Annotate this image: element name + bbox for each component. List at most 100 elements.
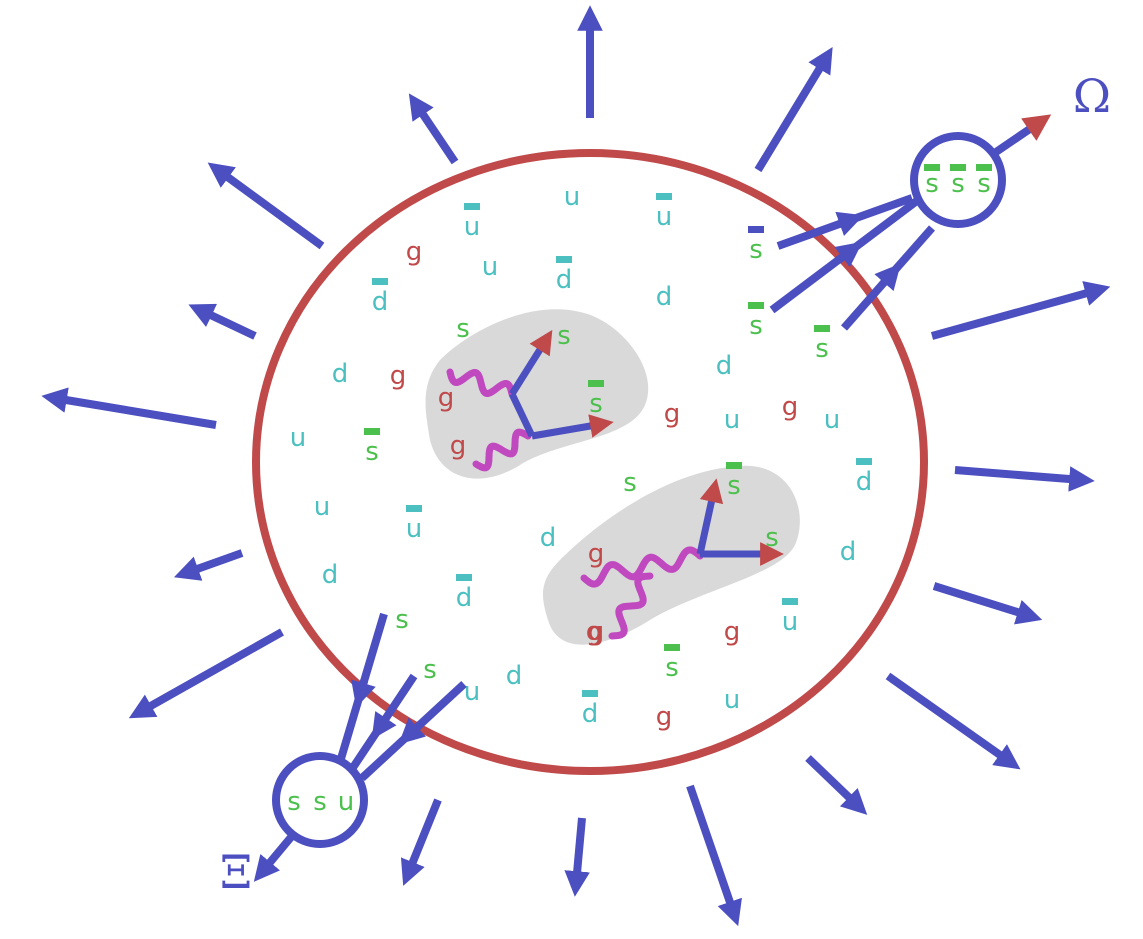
- antiquark-bar: [950, 164, 966, 171]
- parton-symbol: d: [332, 359, 349, 389]
- antiquark-bar: [664, 644, 680, 651]
- hadron-quark: s: [313, 787, 327, 817]
- fireball-boundary: [252, 149, 928, 775]
- parton-s: s: [557, 321, 571, 351]
- parton-s: s: [423, 655, 437, 685]
- hadron-quark: u: [338, 787, 354, 817]
- parton-d-bar: d: [582, 690, 598, 729]
- vertex-arrows: [508, 329, 784, 566]
- parton-symbol: u: [724, 405, 740, 435]
- parton-d: d: [322, 560, 339, 590]
- parton-d: d: [506, 661, 523, 691]
- parton-u-bar: u: [782, 598, 798, 637]
- parton-symbol: u: [464, 677, 480, 707]
- antiquark-bar: [582, 690, 598, 697]
- parton-d-bar: d: [372, 278, 389, 317]
- parton-g: g: [450, 431, 467, 461]
- feed-arrowhead: [874, 263, 901, 292]
- parton-symbol: s: [557, 321, 571, 351]
- parton-s-bar: s: [748, 226, 764, 265]
- gluon-wave: [446, 368, 516, 398]
- gluon-blob-lower: [543, 465, 800, 645]
- parton-symbol: g: [586, 617, 603, 647]
- feed-arrowhead: [351, 679, 376, 708]
- parton-symbol: s: [589, 389, 603, 419]
- antiquark-bar: [748, 226, 764, 233]
- parton-symbol: g: [782, 392, 799, 422]
- parton-symbol: d: [840, 537, 857, 567]
- parton-symbol: g: [588, 539, 605, 569]
- omega-hadron-circle: [910, 132, 1006, 228]
- outgoing-arrow: [754, 47, 833, 173]
- parton-symbol: g: [588, 617, 605, 647]
- gluon-wave: [472, 428, 532, 472]
- parton-symbol: u: [290, 423, 306, 453]
- hadron-quark: s: [951, 169, 965, 199]
- xi-hadron-circle: [272, 752, 368, 848]
- antiquark-bar: [372, 278, 388, 285]
- parton-symbol: g: [450, 431, 467, 461]
- hadron-quark: s: [977, 169, 991, 199]
- parton-symbol: s: [395, 605, 409, 635]
- antiquark-bar: [364, 428, 380, 435]
- omega-label: Ω: [1073, 69, 1111, 123]
- parton-s: s: [395, 605, 409, 635]
- xi-arrow: [253, 833, 296, 882]
- antiquark-bar: [588, 380, 604, 387]
- parton-u: u: [824, 405, 840, 435]
- parton-symbol: s: [365, 437, 379, 467]
- outgoing-arrow: [408, 93, 459, 165]
- parton-symbol: g: [664, 399, 681, 429]
- feed-arrowhead: [835, 211, 864, 236]
- outgoing-arrow: [686, 784, 742, 927]
- parton-g: g: [656, 702, 673, 732]
- parton-g: g: [390, 361, 407, 391]
- parton-symbol: u: [564, 182, 580, 212]
- parton-symbol: g: [438, 383, 455, 413]
- hadron-feed-lines: [336, 194, 936, 781]
- parton-d-bar: d: [856, 458, 873, 497]
- parton-s: s: [765, 523, 779, 553]
- parton-symbol: s: [727, 471, 741, 501]
- omega-arrow: [993, 114, 1052, 156]
- gluon-waves: [446, 368, 704, 640]
- parton-symbol: d: [372, 287, 389, 317]
- parton-u: u: [290, 423, 306, 453]
- parton-symbol: d: [322, 560, 339, 590]
- parton-symbol: g: [406, 237, 423, 267]
- parton-u: u: [724, 685, 740, 715]
- parton-symbol: s: [749, 311, 763, 341]
- parton-symbol: s: [623, 468, 637, 498]
- outgoing-arrow: [207, 162, 325, 250]
- parton-symbol: d: [456, 583, 473, 613]
- antiquark-bar: [726, 462, 742, 469]
- antiquark-bar: [976, 164, 992, 171]
- parton-s: s: [456, 314, 470, 344]
- parton-u-bar: u: [656, 193, 672, 232]
- parton-s: s: [623, 468, 637, 498]
- parton-g: g: [406, 237, 423, 267]
- antiquark-bar: [814, 325, 830, 332]
- parton-symbol: g: [724, 617, 741, 647]
- parton-symbol: s: [815, 334, 829, 364]
- vertex-line: [508, 392, 536, 438]
- parton-symbol: s: [749, 235, 763, 265]
- vertex-arrow: [696, 478, 724, 555]
- parton-symbol: d: [856, 467, 873, 497]
- parton-g: g: [588, 539, 605, 569]
- parton-u: u: [314, 492, 330, 522]
- parton-symbol: d: [540, 523, 557, 553]
- parton-d: d: [332, 359, 349, 389]
- antiquark-bar: [856, 458, 872, 465]
- antiquark-bar: [748, 302, 764, 309]
- parton-symbol: u: [314, 492, 330, 522]
- parton-d-bar: d: [556, 256, 572, 295]
- parton-d: d: [716, 351, 733, 381]
- outgoing-arrow: [41, 387, 217, 429]
- vertex-arrow: [531, 414, 614, 440]
